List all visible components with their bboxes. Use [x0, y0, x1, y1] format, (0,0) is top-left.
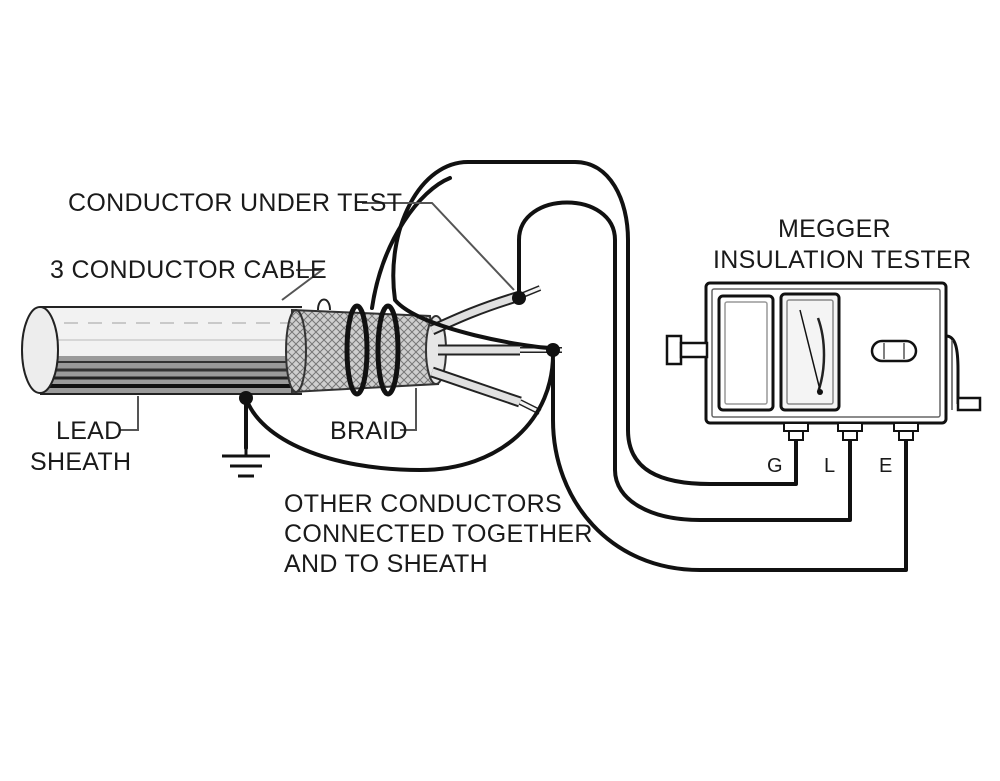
- terminal-l-label: L: [824, 455, 835, 477]
- cable-lead-sheath: [21, 306, 302, 395]
- terminal-e-label: E: [879, 455, 892, 477]
- label-other-conductors: OTHER CONDUCTORS: [284, 490, 562, 518]
- tester-range-switch: [870, 339, 918, 363]
- ground-icon: [222, 448, 270, 478]
- label-lead: LEAD: [56, 417, 123, 445]
- tester-side-knob-icon: [665, 334, 709, 366]
- wire-braid-wrap-lead: [370, 176, 452, 310]
- wire-conductor-to-guard: [391, 159, 798, 486]
- tester-crank-handle-icon: [945, 334, 982, 412]
- label-connected-together: CONNECTED TOGETHER: [284, 520, 593, 548]
- label-megger-title: MEGGER: [778, 215, 891, 243]
- label-megger-subtitle: INSULATION TESTER: [713, 246, 971, 274]
- terminal-l-post: [837, 422, 863, 441]
- tester-display-window: [717, 294, 775, 412]
- wire-sheath-to-earth: [244, 348, 908, 572]
- label-sheath: SHEATH: [30, 448, 131, 476]
- megger-tester-box: [665, 281, 982, 441]
- tester-meter-dial: [779, 292, 841, 412]
- label-braid: BRAID: [330, 417, 408, 445]
- braid-wire-wraps: [344, 303, 401, 397]
- junction-lead-sheath: [239, 391, 253, 405]
- label-conductor-under-test: CONDUCTOR UNDER TEST: [68, 189, 402, 217]
- terminal-g-label: G: [767, 455, 783, 477]
- junction-conductor-under-test: [512, 291, 526, 305]
- terminal-e-post: [893, 422, 919, 441]
- terminal-g-post: [783, 422, 809, 441]
- label-three-conductor-cable: 3 CONDUCTOR CABLE: [50, 256, 327, 284]
- wire-conductor-to-line: [517, 200, 852, 522]
- junction-middle-conductor: [546, 343, 560, 357]
- cable-conductors: [429, 285, 562, 415]
- label-and-to-sheath: AND TO SHEATH: [284, 550, 488, 578]
- leader-lines: [120, 202, 515, 431]
